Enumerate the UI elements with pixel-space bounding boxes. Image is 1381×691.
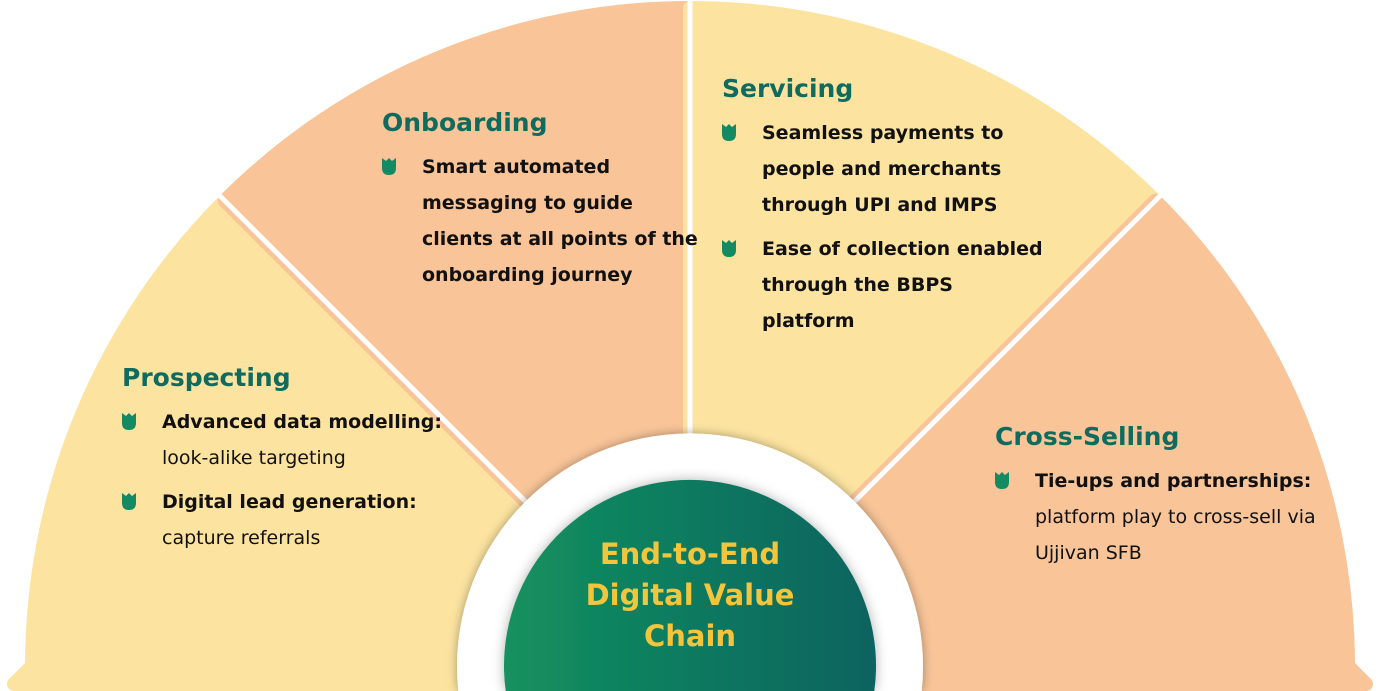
section-prospecting: Prospecting Advanced data modelling: loo… — [122, 363, 442, 564]
center-label: End-to-End Digital Value Chain — [505, 534, 875, 657]
list-item: Tie-ups and partnerships: platform play … — [995, 463, 1355, 571]
center-circle — [504, 479, 876, 691]
center-label-line: End-to-End — [599, 537, 781, 571]
tulip-bullet-icon — [382, 158, 396, 175]
section-title: Prospecting — [122, 363, 291, 392]
tulip-bullet-icon — [122, 493, 136, 510]
list-item: Seamless payments to people and merchant… — [722, 115, 1052, 223]
center-label-line: Digital Value — [585, 578, 795, 612]
section-title: Cross-Selling — [995, 422, 1180, 451]
list-item: Advanced data modelling: look-alike targ… — [122, 404, 447, 476]
section-servicing: Servicing Seamless payments to people an… — [722, 74, 1043, 347]
list-item: Smart automated messaging to guide clien… — [382, 149, 702, 293]
tulip-bullet-icon — [722, 240, 736, 257]
list-item: Ease of collection enabled through the B… — [722, 231, 1052, 339]
tulip-bullet-icon — [722, 124, 736, 141]
tulip-bullet-icon — [122, 413, 136, 430]
list-item: Digital lead generation: capture referra… — [122, 484, 447, 556]
center-label-line: Chain — [643, 619, 737, 653]
section-title: Onboarding — [382, 108, 548, 137]
section-cross-selling: Cross-Selling Tie-ups and partnerships: … — [995, 422, 1325, 579]
section-onboarding: Onboarding Smart automated messaging to … — [382, 108, 698, 301]
tulip-bullet-icon — [995, 472, 1009, 489]
section-title: Servicing — [722, 74, 854, 103]
